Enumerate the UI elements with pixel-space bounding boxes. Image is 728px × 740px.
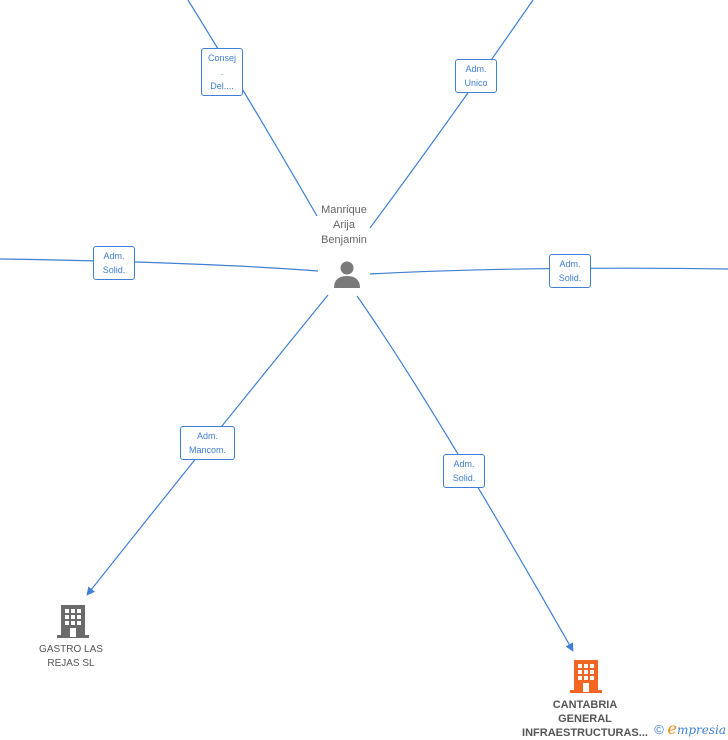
company-name-cantabria[interactable]: CANTABRIA GENERAL INFRAESTRUCTURAS... xyxy=(510,698,660,740)
role-line: Adm. xyxy=(559,259,581,269)
role-label-adm-solid-left[interactable]: Adm. Solid. xyxy=(93,246,135,280)
brand-rest: mpresia xyxy=(676,723,726,737)
company-name-gastro[interactable]: GASTRO LAS REJAS SL xyxy=(26,643,116,671)
company-name-line: REJAS SL xyxy=(47,658,95,669)
role-line: Consej . xyxy=(207,53,236,77)
role-label-consej[interactable]: Consej . Del.... xyxy=(201,48,243,96)
person-name-line: Arija xyxy=(332,219,355,231)
building-icon[interactable] xyxy=(570,658,602,694)
role-line: Del.... xyxy=(210,81,234,91)
person-name: Manrique Arija Benjamin xyxy=(304,203,384,248)
company-name-line: GENERAL xyxy=(558,713,612,725)
footer-brand: © empresia xyxy=(654,719,726,738)
edge-adm-unico xyxy=(369,0,534,229)
role-label-adm-unico[interactable]: Adm. Unico xyxy=(455,59,497,93)
person-name-line: Benjamin xyxy=(321,234,367,246)
role-line: Adm. xyxy=(465,64,487,74)
role-line: Unico xyxy=(464,78,488,88)
role-label-adm-solid-right[interactable]: Adm. Solid. xyxy=(549,254,591,288)
brand-initial: e xyxy=(667,719,677,738)
company-name-line: INFRAESTRUCTURAS... xyxy=(522,727,648,739)
role-label-adm-mancom[interactable]: Adm. Mancom. xyxy=(180,426,235,460)
role-label-adm-solid-cantabria[interactable]: Adm. Solid. xyxy=(443,454,485,488)
role-line: Solid. xyxy=(452,473,476,483)
edge-adm-solid-left xyxy=(0,258,319,272)
copyright-symbol: © xyxy=(654,722,664,737)
role-line: Adm. xyxy=(196,431,218,441)
person-icon[interactable] xyxy=(332,259,362,289)
building-icon[interactable] xyxy=(57,603,89,639)
role-line: Solid. xyxy=(102,265,126,275)
role-line: Mancom. xyxy=(188,445,226,455)
edge-adm-solid-right xyxy=(369,267,728,275)
role-line: Solid. xyxy=(558,273,582,283)
company-name-line: GASTRO LAS xyxy=(39,644,103,655)
company-name-line: CANTABRIA xyxy=(552,699,618,711)
person-name-line: Manrique xyxy=(321,204,367,216)
edge-consej xyxy=(187,0,318,217)
edge-adm-solid-cantabria xyxy=(356,295,574,652)
role-line: Adm. xyxy=(103,251,125,261)
empresia-logo: empresia xyxy=(667,719,726,738)
role-line: Adm. xyxy=(453,459,475,469)
